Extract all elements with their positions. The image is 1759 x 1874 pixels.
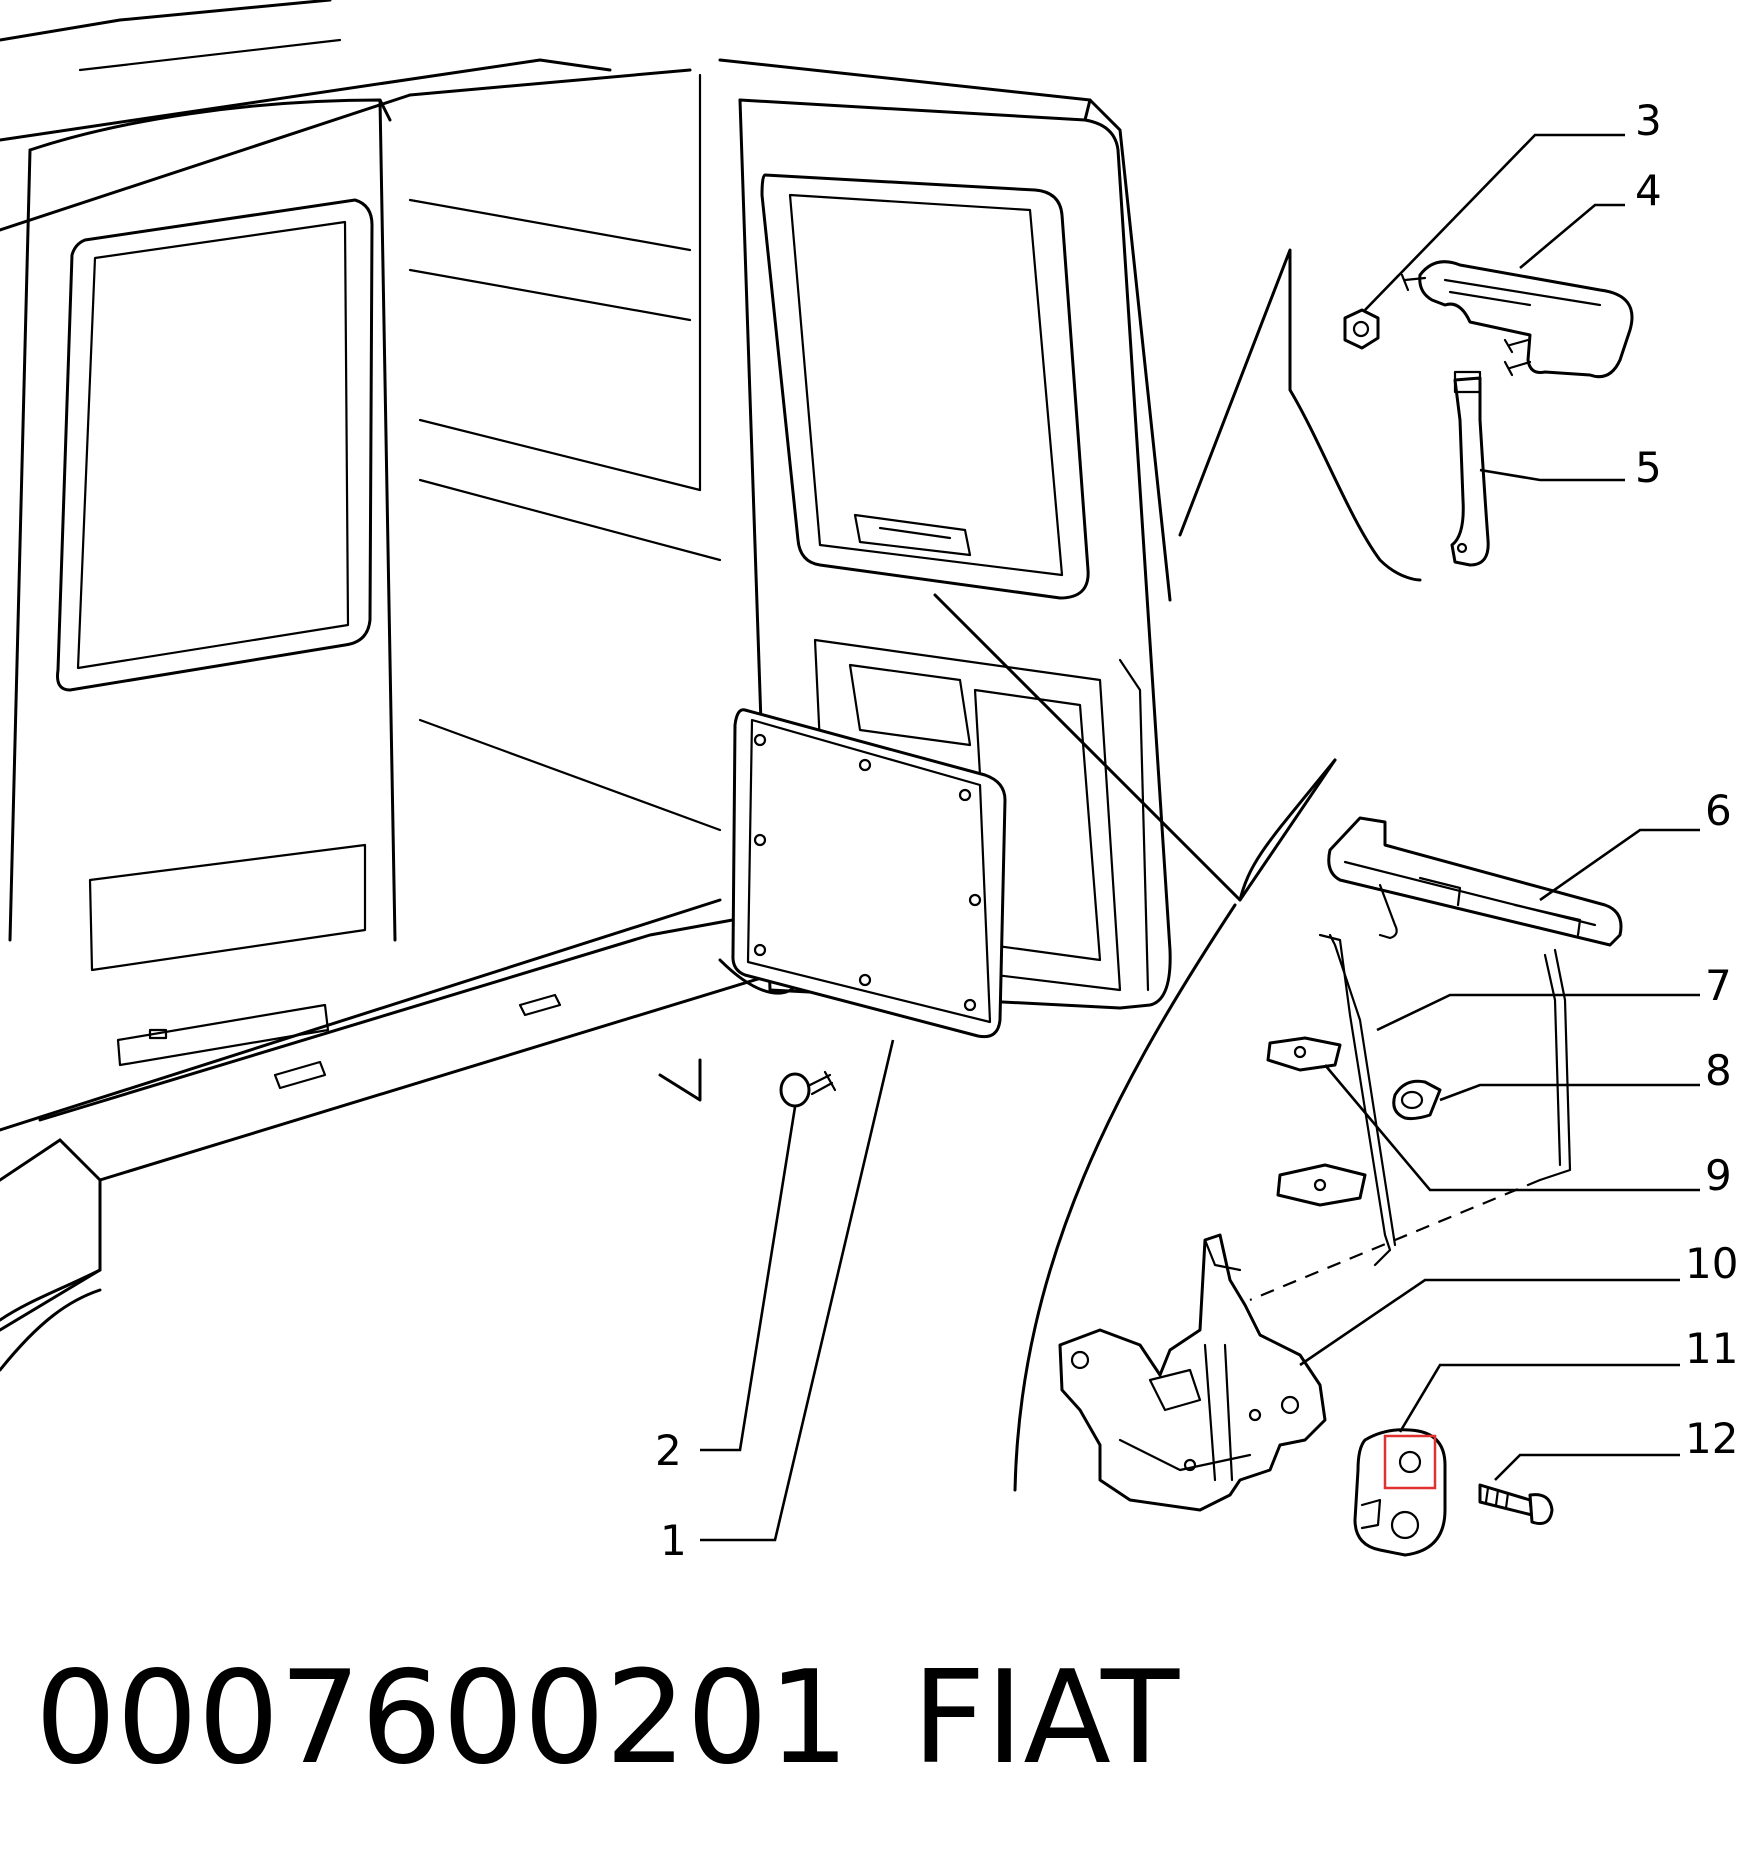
callout-7: 7 bbox=[1705, 961, 1732, 1010]
leader-10 bbox=[1299, 1278, 1680, 1367]
part-6-inner-handle bbox=[1327, 816, 1623, 947]
leader-4 bbox=[1519, 203, 1625, 269]
leader-7 bbox=[1376, 993, 1700, 1032]
leader-6 bbox=[1539, 828, 1700, 902]
callout-11: 11 bbox=[1685, 1324, 1738, 1373]
callout-10: 10 bbox=[1685, 1239, 1738, 1288]
callout-9: 9 bbox=[1705, 1151, 1732, 1200]
explode-wedge-upper bbox=[1178, 248, 1422, 582]
part-12-bolt bbox=[1478, 1483, 1554, 1525]
van-body bbox=[0, 0, 822, 1372]
part-1-cover-panel bbox=[731, 708, 1007, 1039]
leader-2 bbox=[700, 1106, 797, 1452]
leader-1 bbox=[700, 1039, 895, 1542]
leader-3 bbox=[1364, 133, 1625, 311]
leader-8 bbox=[1439, 1083, 1700, 1102]
callout-4: 4 bbox=[1635, 166, 1662, 215]
callout-3: 3 bbox=[1635, 96, 1662, 145]
part-10-lock bbox=[1058, 1233, 1327, 1512]
callout-5: 5 bbox=[1635, 443, 1662, 492]
part-7-rod bbox=[1318, 933, 1572, 1267]
dashed-line bbox=[1249, 1178, 1541, 1302]
leader-11 bbox=[1398, 1363, 1680, 1433]
part-2-push-clip bbox=[779, 1070, 837, 1108]
callout-12: 12 bbox=[1685, 1414, 1738, 1463]
part-number: 0007600201 bbox=[35, 1644, 849, 1793]
part-5-link-rod bbox=[1450, 370, 1490, 567]
part-9-guides bbox=[1266, 1036, 1367, 1207]
callout-8: 8 bbox=[1705, 1046, 1732, 1095]
door-edge-curve bbox=[1013, 903, 1237, 1492]
leader-5 bbox=[1479, 468, 1625, 482]
leader-12 bbox=[1494, 1453, 1680, 1481]
part-11-striker bbox=[1353, 1428, 1447, 1557]
part-4-outer-handle bbox=[1400, 260, 1634, 379]
callout-6: 6 bbox=[1705, 786, 1732, 835]
part-8-clip bbox=[1392, 1079, 1442, 1121]
brand-name: FIAT bbox=[912, 1644, 1180, 1793]
part-3-nut bbox=[1343, 308, 1380, 350]
callout-2: 2 bbox=[655, 1426, 682, 1475]
leader-9 bbox=[1324, 1064, 1700, 1192]
callout-labels: 1 2 3 4 5 6 7 8 9 10 11 12 bbox=[655, 96, 1738, 1565]
highlight-box bbox=[1383, 1434, 1437, 1490]
callout-1: 1 bbox=[660, 1516, 687, 1565]
